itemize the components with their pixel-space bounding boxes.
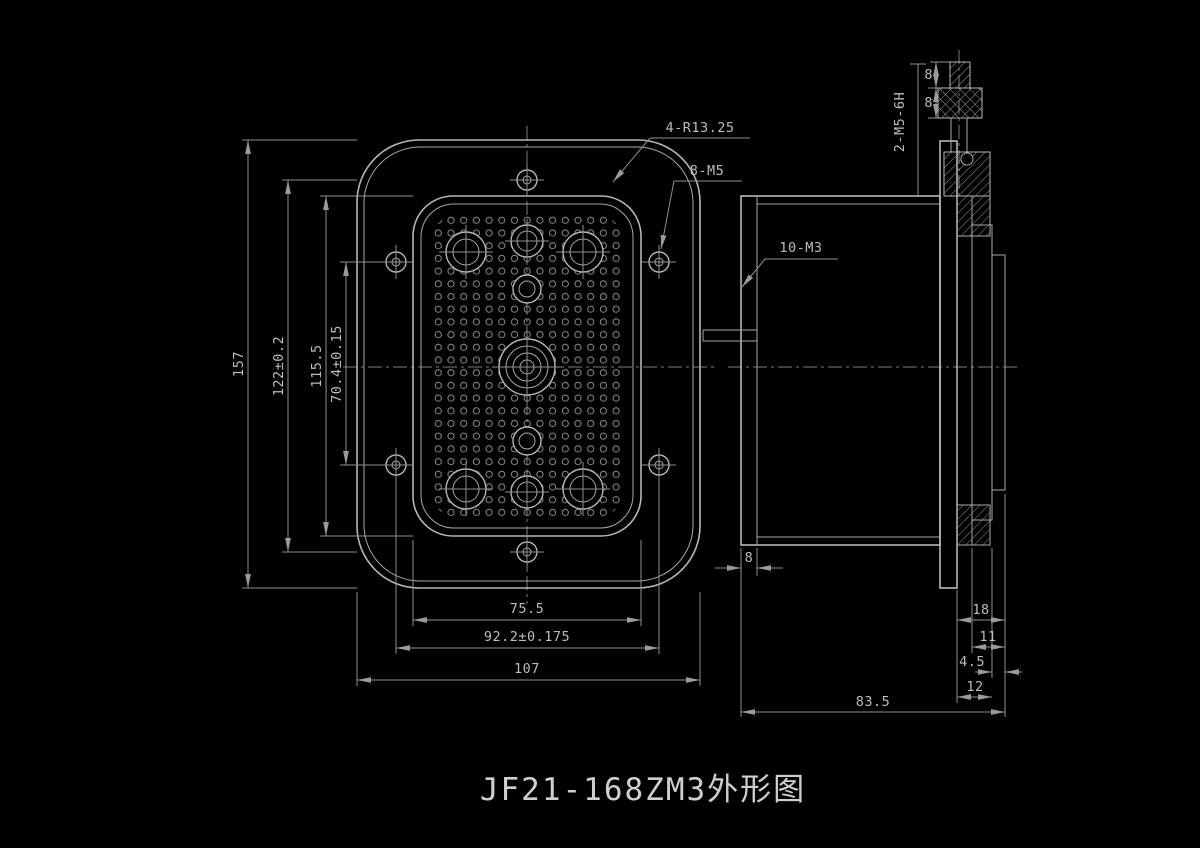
callout-corner-radius-label: 4-R13.25 <box>665 120 734 136</box>
side-dim-rear-lip: 8 <box>715 548 783 717</box>
front-dim-height-mounting: 122±0.2 <box>271 179 357 553</box>
dim-cap-height-label: 8 <box>924 67 933 83</box>
front-shell-steps <box>956 195 1006 546</box>
side-dim-knob-height: 8 <box>924 88 939 119</box>
dim-depth-overall-label: 83.5 <box>856 694 891 710</box>
front-dim-width-mounting: 92.2±0.175 <box>395 477 660 654</box>
callout-corner-radius: 4-R13.25 <box>612 120 750 183</box>
jackscrew-detail-hole <box>960 152 974 166</box>
shell-section-bottom <box>956 504 991 546</box>
dim-height-insert-label: 115.5 <box>309 344 325 387</box>
side-dim-cap-height: 8 <box>924 61 950 89</box>
dim-knob-height-label: 8 <box>924 95 933 111</box>
contact-circle <box>512 274 542 304</box>
center-coax-contact <box>492 332 562 402</box>
callout-rear-holes-label: 10-M3 <box>779 240 822 256</box>
side-dim-step-front: 12 <box>957 679 992 700</box>
front-dim-width-insert: 75.5 <box>412 540 642 626</box>
jackscrew <box>937 61 991 197</box>
contact-circle <box>556 225 610 279</box>
dim-width-insert-label: 75.5 <box>510 601 545 617</box>
side-dim-step-small: 4.5 <box>959 654 1022 675</box>
front-dim-height-insert: 115.5 <box>309 195 413 537</box>
dim-height-mounting-label: 122±0.2 <box>271 336 287 396</box>
contact-circle <box>505 219 549 263</box>
dim-width-mounting-label: 92.2±0.175 <box>484 629 570 645</box>
callout-rear-holes: 10-M3 <box>741 240 838 288</box>
dim-step-flange-tip-label: 18 <box>972 602 989 618</box>
mounting-screws <box>379 163 676 569</box>
side-dim-step-flange-tip: 18 <box>957 602 1005 623</box>
front-view: 157 122±0.2 115.5 70.4±0.15 75.5 <box>231 120 750 686</box>
callout-flange-screws-label: 8-M5 <box>690 163 725 179</box>
mounting-screw <box>379 448 413 482</box>
dim-height-screw-rows-label: 70.4±0.15 <box>329 325 345 403</box>
mounting-screw <box>510 163 544 197</box>
front-dim-width-overall: 107 <box>356 592 701 686</box>
contact-circle <box>505 470 549 514</box>
contact-circle <box>512 426 542 456</box>
drawing-title: JF21-168ZM3外形图 <box>480 772 806 808</box>
flange-plate <box>939 140 958 589</box>
mounting-screw <box>642 245 676 279</box>
jackscrew-cap <box>949 61 971 89</box>
callout-jackscrew-thread-label: 2-M5-6H <box>892 92 908 152</box>
mounting-screw <box>642 448 676 482</box>
dim-step-front-label: 12 <box>966 679 983 695</box>
flange-outline <box>356 139 701 589</box>
contact-circle <box>439 225 493 279</box>
side-view: 10-M3 2-M5-6H 8 8 8 <box>702 50 1022 717</box>
callout-jackscrew-thread: 2-M5-6H <box>892 63 926 195</box>
callout-flange-screws: 8-M5 <box>660 163 742 250</box>
shell-section-top <box>956 195 991 237</box>
jackscrew-nut-block <box>943 151 991 197</box>
dim-height-overall-label: 157 <box>231 351 247 377</box>
mounting-screw <box>510 535 544 569</box>
side-dim-step-mid: 11 <box>972 629 1005 650</box>
dim-step-mid-label: 11 <box>979 629 996 645</box>
front-dim-height-screw-rows: 70.4±0.15 <box>329 261 386 466</box>
contact-circle <box>556 462 610 516</box>
side-dim-depth-overall: 83.5 <box>741 694 1005 715</box>
dim-rear-lip-label: 8 <box>745 550 754 566</box>
contact-circle <box>439 462 493 516</box>
front-dim-height-overall: 157 <box>231 139 357 589</box>
dim-width-overall-label: 107 <box>514 661 540 677</box>
side-dim-extensions <box>956 494 1006 717</box>
large-contacts <box>439 219 610 516</box>
jackscrew-knob <box>937 87 983 119</box>
dim-step-small-label: 4.5 <box>959 654 985 670</box>
